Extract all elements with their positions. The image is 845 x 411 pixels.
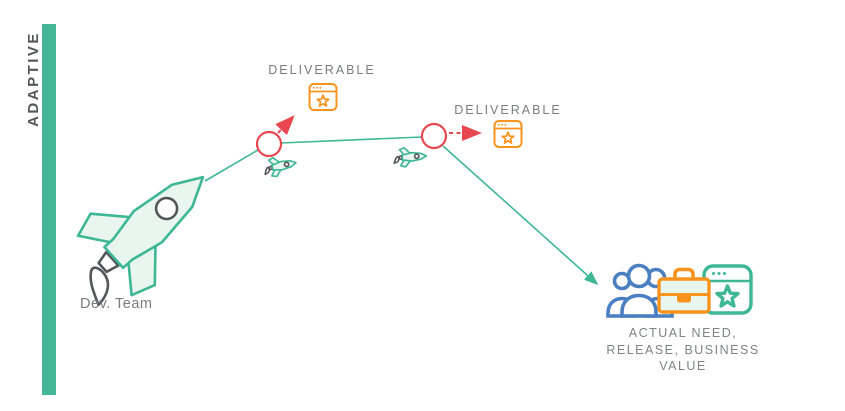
outcome-label-line-2: RELEASE, BUSINESS [606, 342, 760, 357]
deliverable-icon-2 [495, 121, 522, 147]
waypoint-circle-1 [255, 130, 283, 158]
deliverable-label-2: DELIVERABLE [454, 103, 562, 117]
deliverable-icon-1 [310, 84, 337, 110]
dev-team-label: Dev. Team [80, 296, 153, 312]
outcome-label: ACTUAL NEED, RELEASE, BUSINESS VALUE [595, 325, 771, 375]
outcome-label-line-1: ACTUAL NEED, [628, 326, 738, 340]
waypoint-circle-2 [420, 122, 448, 150]
adaptive-axis-bar [42, 24, 56, 395]
dashed-arrow-deliverable-1 [275, 115, 295, 136]
deliverable-label-1: DELIVERABLE [268, 63, 376, 77]
dev-team-rocket-icon [49, 140, 236, 323]
small-rocket-icon-2 [393, 146, 428, 168]
path-segment-2 [280, 136, 423, 144]
path-segment-3-arrow [442, 145, 599, 286]
small-rocket-icon-1 [262, 153, 299, 179]
release-card-icon [702, 264, 753, 315]
path-segment-1 [204, 149, 259, 182]
outcome-label-line-3: VALUE [659, 359, 707, 373]
briefcase-icon [657, 267, 711, 314]
